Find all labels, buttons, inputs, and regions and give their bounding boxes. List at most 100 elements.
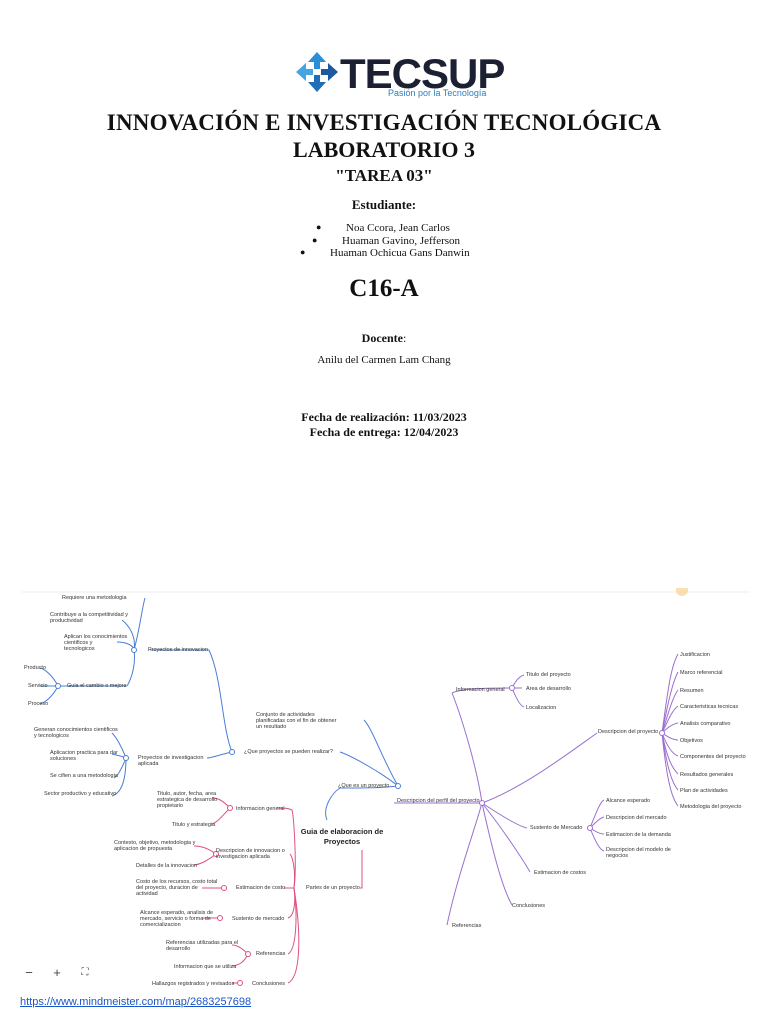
blue-innov-child[interactable]: Requiere una metodologia bbox=[62, 595, 127, 601]
pink-info[interactable]: Informacion general bbox=[236, 806, 285, 812]
blue-inv-child[interactable]: Aplicacion practica para dar bbox=[50, 750, 118, 756]
blue-inv-child[interactable]: soluciones bbox=[50, 756, 76, 762]
zoom-controls: − + ⛶ bbox=[22, 958, 92, 988]
purple-info-child[interactable]: Localizacion bbox=[526, 705, 556, 711]
teacher-label-colon: : bbox=[402, 331, 407, 345]
pink-cost-child[interactable]: Costo de los recursos, costo total bbox=[136, 879, 217, 885]
purple-desc-child[interactable]: Justificacion bbox=[680, 652, 710, 658]
blue-inv-l2[interactable]: aplicada bbox=[138, 761, 159, 767]
pink-refs[interactable]: Referencias bbox=[256, 951, 286, 957]
purple-desc-child[interactable]: Resumen bbox=[680, 688, 704, 694]
purple-info[interactable]: Informacion general bbox=[456, 687, 505, 693]
blue-innov-child[interactable]: Contribuye a la competitividad y bbox=[50, 612, 128, 618]
blue-def-l1[interactable]: Conjunto de actividades bbox=[256, 712, 315, 718]
purple-refs[interactable]: Referencias bbox=[452, 923, 482, 929]
purple-branch-lines bbox=[394, 653, 679, 926]
date-entrega: Fecha de entrega: 12/04/2023 bbox=[309, 425, 459, 439]
purple-desc-child[interactable]: Componentes del proyecto bbox=[680, 754, 746, 760]
blue-inv-child[interactable]: y tecnologicos bbox=[34, 733, 69, 739]
pink-desc-l2[interactable]: investigacion aplicada bbox=[216, 854, 271, 860]
pink-cost-child[interactable]: del proyecto, duracion de bbox=[136, 885, 198, 891]
pink-sust-child[interactable]: comercializacion bbox=[140, 922, 181, 928]
purple-cost[interactable]: Estimacion de costos bbox=[534, 870, 586, 876]
pink-desc-child[interactable]: Contexto, objetivo, metodologia y bbox=[114, 840, 196, 846]
pink-desc-child[interactable]: Detalles de la innovacion bbox=[136, 863, 197, 869]
purple-desc-child[interactable]: Resultados generales bbox=[680, 772, 733, 778]
blue-q2[interactable]: ¿Que proyectos se pueden realizar? bbox=[244, 749, 333, 755]
tooltip-indicator-icon bbox=[676, 588, 688, 596]
pink-concl[interactable]: Conclusiones bbox=[252, 981, 285, 987]
purple-info-child[interactable]: Area de desarrollo bbox=[526, 686, 571, 692]
pink-info-child[interactable]: Titulo y estrategia bbox=[172, 822, 216, 828]
lab-title: LABORATORIO 3 bbox=[293, 137, 475, 162]
purple-info-child[interactable]: Titulo del proyecto bbox=[526, 672, 571, 678]
mindmap-svg: Guia de elaboracion de Proyectos ¿Que es… bbox=[22, 588, 750, 987]
pink-sust[interactable]: Sustento de mercado bbox=[232, 916, 284, 922]
central-topic-line2: Proyectos bbox=[324, 837, 360, 846]
blue-inv-child[interactable]: Sector productivo y educativo bbox=[44, 791, 116, 797]
student-name: Huaman Gavino, Jefferson bbox=[342, 234, 461, 247]
section-code: C16-A bbox=[349, 275, 419, 302]
blue-innov-child[interactable]: Guia el cambio o mejora bbox=[67, 683, 128, 689]
purple-desc-child[interactable]: Caracteristicas tecnicas bbox=[680, 704, 738, 710]
fit-screen-icon[interactable]: ⛶ bbox=[81, 967, 89, 978]
blue-def-l2[interactable]: planificadas con el fin de obtener bbox=[256, 718, 337, 724]
blue-cambio-child[interactable]: Producto bbox=[24, 665, 46, 671]
purple-desc[interactable]: Descripcion del proyecto bbox=[598, 729, 658, 735]
tecsup-logo-icon bbox=[296, 52, 338, 92]
blue-innov-child[interactable]: Aplican los conocimientos bbox=[64, 634, 128, 640]
purple-desc-child[interactable]: Analisis comparativo bbox=[680, 721, 730, 727]
student-item: ● Noa Ccora, Jean Carlos bbox=[316, 222, 516, 235]
blue-innov[interactable]: Proyectos de innovacion bbox=[148, 647, 208, 653]
student-item: ● Huaman Ochicua Gans Danwin bbox=[300, 247, 500, 260]
zoom-in-button[interactable]: + bbox=[53, 965, 61, 980]
students-label: Estudiante: bbox=[351, 197, 417, 212]
purple-desc-child[interactable]: Objetivos bbox=[680, 738, 703, 744]
pink-info-child[interactable]: propietario bbox=[157, 803, 183, 809]
pink-cost[interactable]: Estimacion de costo bbox=[236, 885, 285, 891]
blue-innov-child[interactable]: productividad bbox=[50, 618, 83, 624]
pink-concl-child[interactable]: Hallazgos registrados y revisados bbox=[152, 981, 234, 987]
blue-cambio-child[interactable]: Proceso bbox=[28, 701, 48, 707]
blue-nodes bbox=[55, 647, 401, 789]
zoom-out-button[interactable]: − bbox=[25, 965, 33, 980]
purple-sust[interactable]: Sustento de Mercado bbox=[530, 825, 582, 831]
purple-desc-child[interactable]: Plan de actividades bbox=[680, 788, 728, 794]
purple-concl[interactable]: Conclusiones bbox=[512, 903, 545, 909]
purple-desc-child[interactable]: Marco referencial bbox=[680, 670, 723, 676]
purple-root[interactable]: Descripcion del perfil del proyecto bbox=[397, 798, 480, 804]
pink-refs-child[interactable]: Referencias utilizadas para el bbox=[166, 940, 238, 946]
purple-sust-child[interactable]: Estimacion de la demanda bbox=[606, 832, 672, 838]
student-name: Noa Ccora, Jean Carlos bbox=[346, 222, 450, 234]
task-title: "TAREA 03" bbox=[335, 166, 433, 185]
pink-sust-child[interactable]: mercado, servicio o forma de bbox=[140, 916, 211, 922]
pink-desc-l1[interactable]: Descripcion de innovacion o bbox=[216, 848, 285, 854]
blue-def-l3[interactable]: un resultado bbox=[256, 724, 286, 730]
pink-info-child[interactable]: Titulo, autor, fecha, area bbox=[157, 791, 217, 797]
pink-desc-child[interactable]: aplicacion de propuesta bbox=[114, 846, 173, 852]
blue-innov-child[interactable]: tecnologicos bbox=[64, 646, 95, 652]
purple-sust-child[interactable]: Alcance esperado bbox=[606, 798, 650, 804]
blue-inv-child[interactable]: Generan conocimientos cientificos bbox=[34, 727, 118, 733]
mindmap-source-link[interactable]: https://www.mindmeister.com/map/26832576… bbox=[20, 996, 252, 1008]
purple-desc-child[interactable]: Metodologia del proyecto bbox=[680, 804, 741, 810]
purple-sust-child[interactable]: negocios bbox=[606, 853, 628, 859]
blue-inv-l1[interactable]: Proyectos de investigacion bbox=[138, 755, 203, 761]
pink-root[interactable]: Partes de un proyecto bbox=[306, 885, 360, 891]
blue-inv-child[interactable]: Se cifien a una metodologia bbox=[50, 773, 119, 779]
bullet-icon: ● bbox=[300, 247, 306, 257]
blue-q1[interactable]: ¿Que es un proyecto bbox=[338, 783, 389, 789]
blue-innov-child[interactable]: cientificos y bbox=[64, 640, 93, 646]
pink-sust-child[interactable]: Alcance esperado, analisis de bbox=[140, 910, 213, 916]
blue-cambio-child[interactable]: Servicio bbox=[28, 683, 48, 689]
pink-refs-child[interactable]: Informacion que se utiliza bbox=[174, 964, 237, 970]
students-list: ● Noa Ccora, Jean Carlos ● Huaman Gavino… bbox=[300, 222, 500, 260]
pink-info-child[interactable]: estrategica de desarrollo bbox=[157, 797, 217, 803]
pink-cost-child[interactable]: actividad bbox=[136, 891, 158, 897]
teacher-name: Anilu del Carmen Lam Chang bbox=[317, 354, 451, 366]
purple-sust-child[interactable]: Descripcion del mercado bbox=[606, 815, 667, 821]
purple-sust-child[interactable]: Descripcion del modelo de bbox=[606, 847, 671, 853]
central-topic[interactable]: Guia de elaboracion de Proyectos bbox=[301, 827, 384, 846]
pink-refs-child[interactable]: desarrollo bbox=[166, 946, 190, 952]
mindmap-canvas[interactable]: Guia de elaboracion de Proyectos ¿Que es… bbox=[22, 588, 750, 993]
